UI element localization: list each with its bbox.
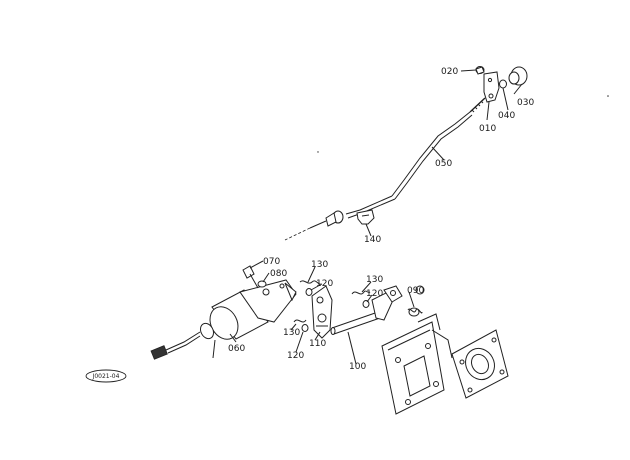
drawing-code-badge: J0021-04 xyxy=(85,369,127,383)
label-130-left: 130 xyxy=(283,328,300,338)
label-110: 110 xyxy=(309,339,326,349)
label-090: 090 xyxy=(407,286,424,296)
label-040: 040 xyxy=(498,111,515,121)
label-120-top: 120 xyxy=(316,279,333,289)
shaft-cover-assembly xyxy=(330,285,509,415)
solenoid-assembly xyxy=(150,265,297,360)
label-070: 070 xyxy=(263,257,280,267)
label-010: 010 xyxy=(479,124,496,134)
label-020: 020 xyxy=(441,67,458,77)
label-130-top: 130 xyxy=(311,260,328,270)
label-120-right: 120 xyxy=(366,289,383,299)
label-050: 050 xyxy=(435,159,452,169)
drawing-code-text: J0021-04 xyxy=(92,373,120,380)
part-labels: 020 010 030 040 050 140 070 080 060 130 … xyxy=(228,67,534,372)
leader-lines xyxy=(229,69,523,365)
lever-assembly xyxy=(293,280,333,339)
label-100: 100 xyxy=(349,362,366,372)
cable-knob-assembly xyxy=(284,66,528,241)
label-140: 140 xyxy=(364,235,381,245)
label-060: 060 xyxy=(228,344,245,354)
label-130-right: 130 xyxy=(366,275,383,285)
label-120-bottom: 120 xyxy=(287,351,304,361)
label-030: 030 xyxy=(517,98,534,108)
label-080: 080 xyxy=(270,269,287,279)
